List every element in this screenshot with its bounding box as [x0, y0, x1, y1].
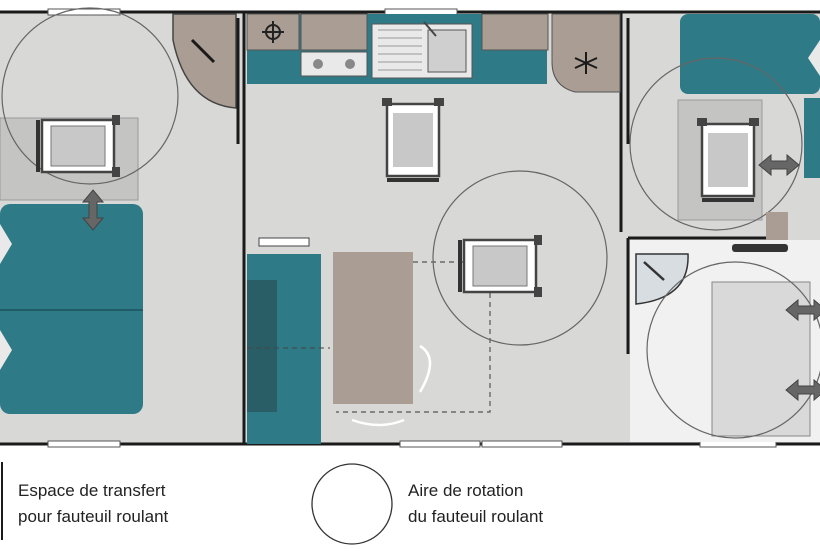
legend-transfer-line1: Espace de transfert — [18, 481, 166, 500]
wheelchair-icon — [458, 233, 544, 299]
wheelchair-icon — [380, 96, 446, 182]
kitchen-counter — [246, 13, 549, 84]
stove-icon — [262, 21, 284, 43]
wheelchair-icon — [695, 116, 761, 202]
legend-transfer-line2: pour fauteuil roulant — [18, 507, 169, 526]
right-nightstand — [766, 212, 788, 240]
rotation-circle-right-bedroom — [629, 57, 803, 231]
legend-rotation-line1: Aire de rotation — [408, 481, 524, 500]
right-bed — [680, 14, 820, 178]
faucet — [643, 261, 665, 281]
dining-chairs — [351, 344, 432, 427]
rotation-path — [336, 261, 491, 413]
snowflake-icon — [574, 52, 598, 74]
legend-rotation-line2: du fauteuil roulant — [408, 507, 544, 526]
left-wardrobe — [172, 13, 237, 109]
left-bed — [0, 204, 143, 414]
legend-rotation-circle — [311, 463, 393, 545]
wheelchair-icon — [36, 113, 122, 179]
rotation-circle-left-bedroom — [1, 7, 179, 185]
legend-rotation-label: Aire de rotation du fauteuil roulant — [408, 478, 543, 530]
bathroom-door — [732, 244, 788, 252]
windows — [47, 8, 777, 448]
dining-table — [333, 252, 413, 404]
bench-seat — [247, 237, 330, 444]
legend-transfer-label: Espace de transfert pour fauteuil roulan… — [18, 478, 168, 530]
interior-walls — [236, 12, 780, 444]
rotation-circle-bathroom — [646, 261, 820, 439]
rotation-circle-living — [432, 170, 608, 346]
